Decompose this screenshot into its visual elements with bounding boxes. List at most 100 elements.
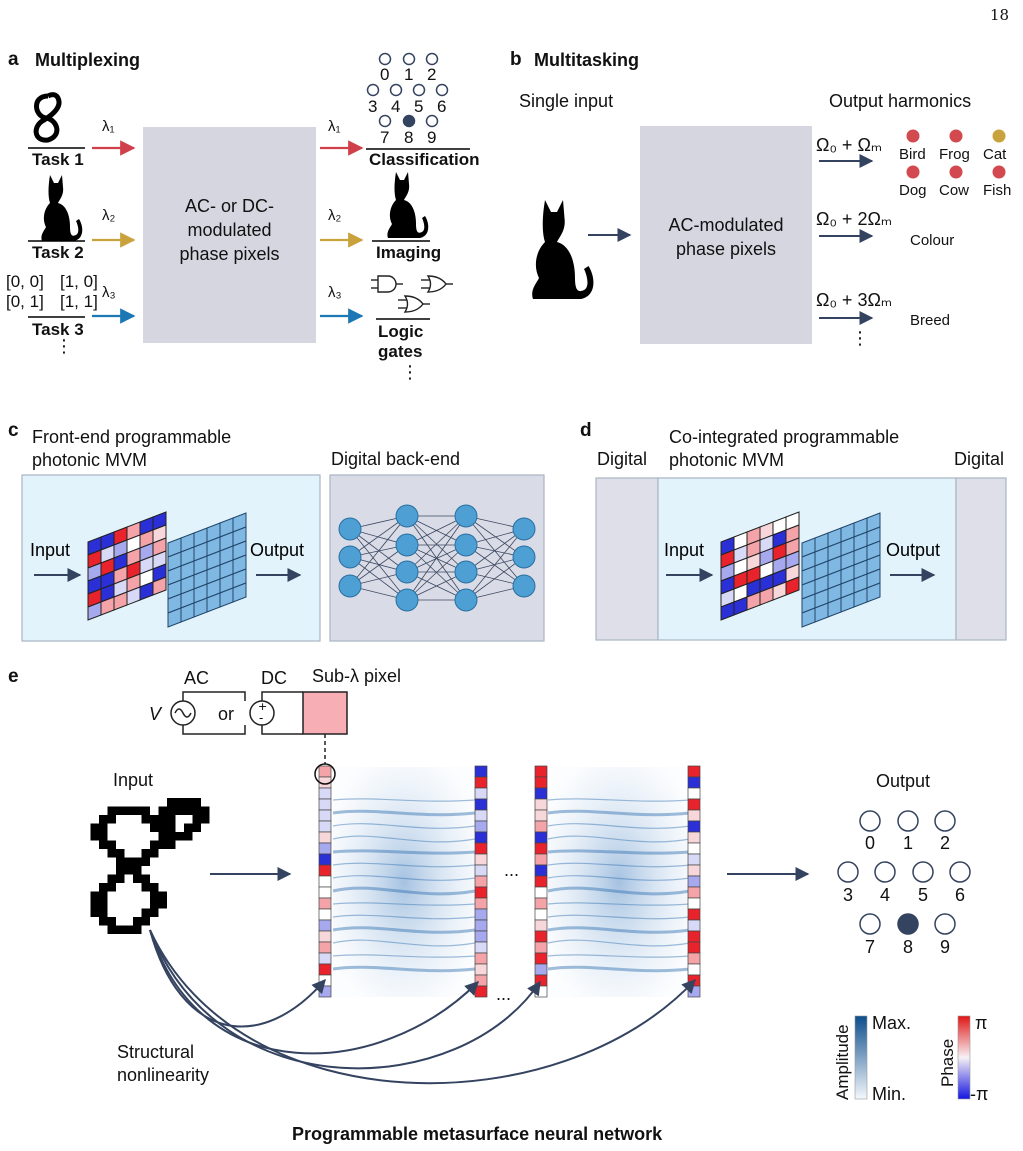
digit-pixel — [124, 806, 133, 815]
digit-pixel — [124, 857, 133, 866]
a-digit-4: 4 — [391, 97, 401, 116]
page-number: 18 — [990, 6, 1010, 24]
task3-input-11: [1, 1] — [60, 292, 98, 311]
amplitude-colorbar — [854, 1015, 868, 1100]
panel-b-letter: b — [510, 49, 522, 70]
digit-pixel — [133, 925, 142, 934]
metasurface-pixel — [474, 963, 488, 976]
metasurface-pixel — [687, 787, 701, 800]
digit-pixel — [184, 823, 193, 832]
digit-pixel — [150, 883, 159, 892]
nn-node — [338, 517, 362, 541]
ac-label: AC — [184, 668, 210, 688]
sub-lambda-pixel-label: Sub-λ pixel — [312, 666, 402, 686]
wave-fringe — [547, 809, 691, 817]
digit-pixel — [167, 823, 176, 832]
wave-fringe — [332, 965, 476, 973]
digit-pixel — [141, 806, 150, 815]
metasurface-pixel — [474, 820, 488, 833]
panel-e-input-label: Input — [113, 770, 154, 790]
output-harmonics-label: Output harmonics — [829, 91, 972, 111]
structural-nonlinearity-curves — [149, 929, 696, 1085]
panel-c-title: Front-end programmable photonic MVM — [32, 427, 232, 470]
panel-d-output-text: Output — [886, 540, 940, 560]
structural-nonlinearity-label: Structural nonlinearity — [117, 1042, 210, 1085]
digit-pixel — [90, 832, 99, 841]
digit-pixel — [141, 849, 150, 858]
metasurface-pixel — [318, 897, 332, 910]
metasurface-pixel — [687, 941, 701, 954]
digit-pixel — [201, 806, 210, 815]
lambda-1-in: λ₁ — [102, 118, 115, 135]
digit-pixel — [107, 874, 116, 883]
nn-edge — [465, 528, 525, 573]
single-input-label: Single input — [519, 91, 614, 111]
digit-pixel — [192, 798, 201, 807]
wave-fringe — [332, 875, 476, 881]
nn-edge — [406, 544, 467, 601]
grid-cell — [866, 582, 881, 603]
digit-8-icon — [33, 92, 62, 143]
digit-pixel — [99, 908, 108, 917]
wave-fringe — [547, 798, 691, 802]
class-cow: Cow — [939, 182, 970, 199]
metasurface-pixel — [534, 809, 548, 822]
digit-pixel — [99, 883, 108, 892]
diffraction-regions — [332, 767, 691, 997]
cat-icon-single-input — [532, 200, 594, 299]
digit-pixel — [150, 823, 159, 832]
metasurface-pixel — [474, 831, 488, 844]
panel-e-caption: Programmable metasurface neural network — [292, 1124, 663, 1144]
a-digit-3: 3 — [368, 97, 378, 116]
metasurface-pixel — [318, 831, 332, 844]
metasurface-pixel — [318, 842, 332, 855]
digital-neural-network — [338, 504, 536, 612]
panel-c-output-text: Output — [250, 540, 304, 560]
nn-node — [454, 504, 478, 528]
nn-node — [512, 574, 536, 598]
digit-pixel — [175, 798, 184, 807]
panel-a-class-dots — [366, 52, 449, 128]
digit-pixel — [90, 908, 99, 917]
metasurface-pixel — [687, 908, 701, 921]
metasurface-pixel — [534, 963, 548, 976]
wave-fringe — [332, 926, 476, 934]
metasurface-pixel — [318, 985, 332, 998]
diffraction-field — [548, 767, 690, 997]
wave-fringe — [332, 902, 476, 906]
wave-fringe — [547, 939, 691, 947]
metasurface-pixel — [474, 875, 488, 888]
metasurface-pixel — [318, 864, 332, 877]
class-fish: Fish — [983, 182, 1012, 199]
panel-c-phase-matrix — [87, 511, 167, 621]
digit-pixel — [175, 806, 184, 815]
wave-fringe — [332, 835, 476, 843]
amplitude-max: Max. — [872, 1013, 912, 1033]
metasurface-pixel — [534, 941, 548, 954]
metasurface-pixel — [534, 897, 548, 910]
nn-node — [395, 504, 419, 528]
metasurface-pixel — [534, 886, 548, 899]
cat-icon-task2 — [41, 175, 83, 241]
sub-lambda-pixel — [302, 691, 348, 735]
output-breed: Breed — [910, 312, 951, 329]
class-frog: Frog — [939, 146, 970, 163]
nn-edge — [465, 544, 525, 587]
wave-fringe — [332, 809, 476, 817]
task3-input-01: [0, 1] — [6, 292, 44, 311]
panel-c-letter: c — [8, 420, 19, 441]
metasurface-pixel — [318, 787, 332, 800]
wave-fringe — [547, 849, 691, 855]
digit-pixel — [141, 874, 150, 883]
a-digit-9: 9 — [427, 128, 437, 147]
class-dog: Dog — [899, 182, 927, 199]
e-digit-3: 3 — [843, 885, 854, 905]
metasurface-pixel — [534, 919, 548, 932]
metasurface-pixel — [534, 776, 548, 789]
wave-fringe — [332, 939, 476, 947]
a-digit-5: 5 — [414, 97, 424, 116]
metasurface-pixel — [474, 776, 488, 789]
wave-fringe — [332, 886, 476, 896]
nn-node — [454, 560, 478, 584]
nn-edge — [465, 528, 525, 601]
